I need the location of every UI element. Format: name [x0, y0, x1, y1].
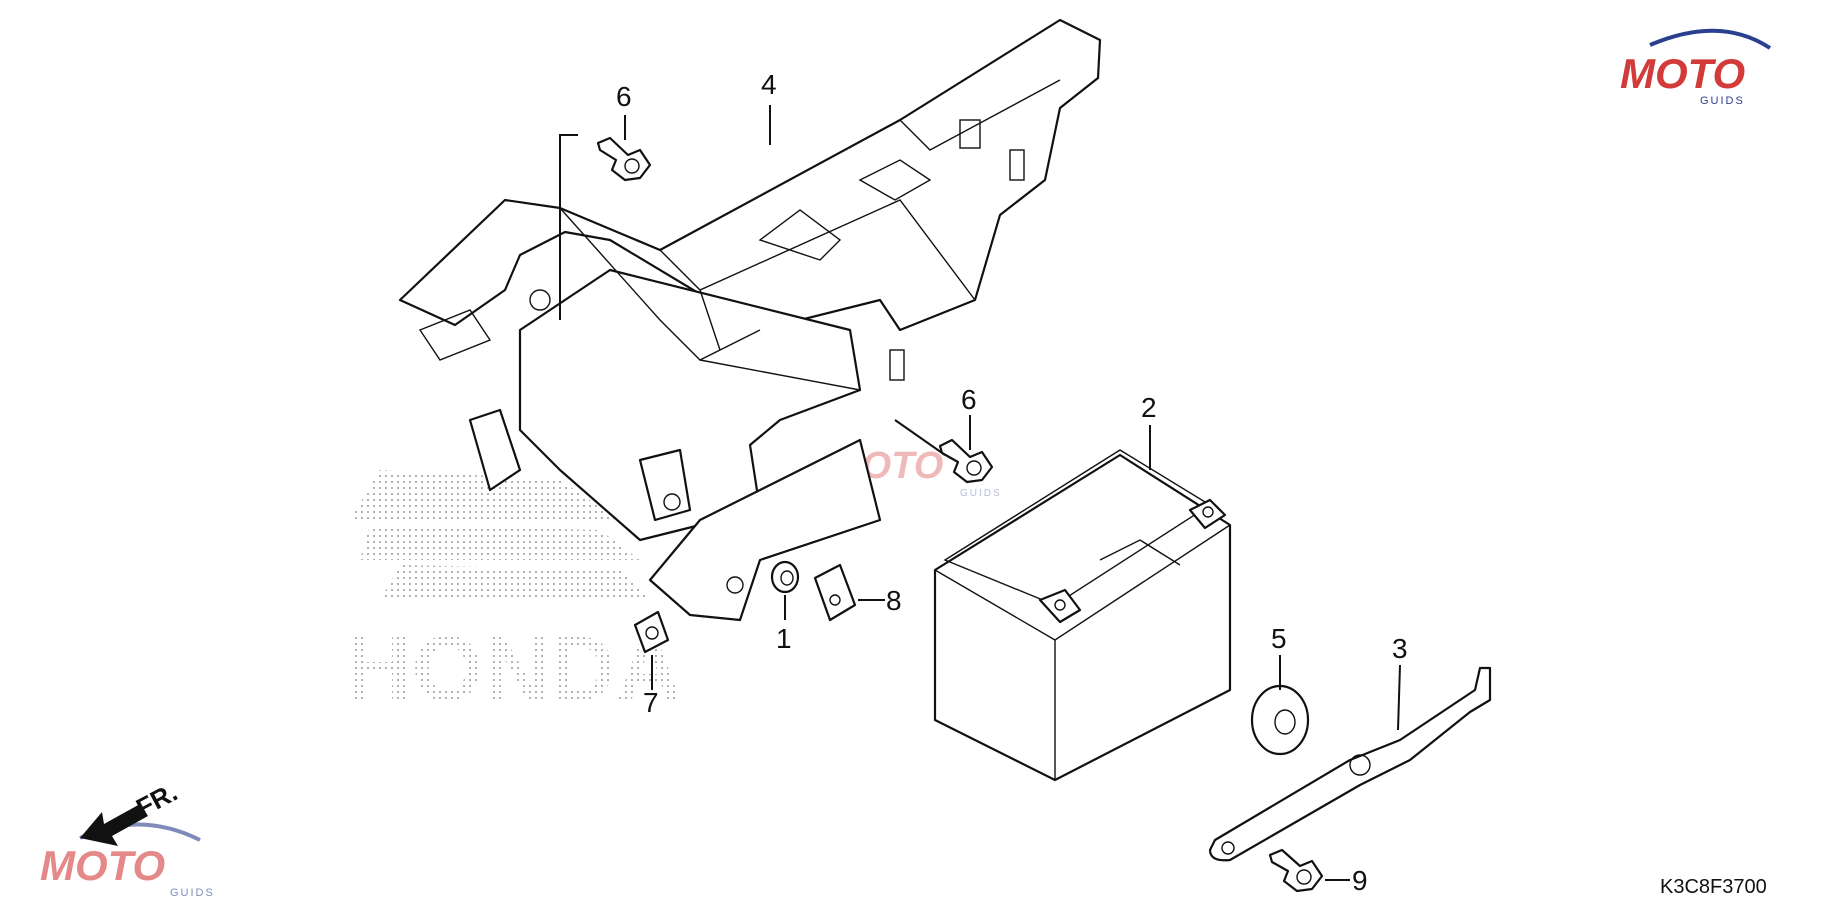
- callout-label-6a: 6: [616, 81, 632, 112]
- watermark-subtext: GUIDS: [1700, 95, 1745, 107]
- callout-label-3: 3: [1392, 633, 1408, 664]
- callout-label-4: 4: [761, 69, 777, 100]
- flange-bolt-lower: [1268, 848, 1324, 893]
- clip-nut: [813, 563, 857, 622]
- front-direction-arrow: FR.: [80, 777, 182, 846]
- flange-bolt-upper: [596, 136, 652, 182]
- diagram-code: K3C8F3700: [1660, 876, 1767, 898]
- callout-label-5: 5: [1271, 623, 1287, 654]
- battery-box: [398, 18, 1102, 622]
- callout-label-8: 8: [886, 585, 902, 616]
- flange-bolt-right: [938, 438, 994, 484]
- battery-cushion: [1250, 684, 1310, 756]
- watermark-text: MOTO: [1620, 50, 1745, 97]
- honda-wing-logo: [350, 470, 650, 600]
- watermark-top-right: MOTO GUIDS: [1620, 28, 1772, 107]
- honda-brand-text: HONDA: [345, 618, 682, 720]
- watermark-bottom-left: MOTO GUIDS: [40, 822, 215, 899]
- callout-label-6b: 6: [961, 384, 977, 415]
- grommet: [770, 560, 800, 594]
- callout-label-1: 1: [776, 623, 792, 654]
- watermark-subtext: GUIDS: [960, 488, 1002, 499]
- spring-nut-left: [633, 610, 670, 654]
- watermark-subtext: GUIDS: [170, 887, 215, 899]
- leader-lines: [559, 105, 1401, 881]
- battery-band: [1208, 666, 1492, 862]
- battery: [933, 449, 1232, 782]
- callout-label-2: 2: [1141, 392, 1157, 423]
- callout-label-9: 9: [1352, 865, 1368, 896]
- watermark-text: MOTO: [40, 842, 165, 889]
- callout-label-7: 7: [643, 687, 659, 718]
